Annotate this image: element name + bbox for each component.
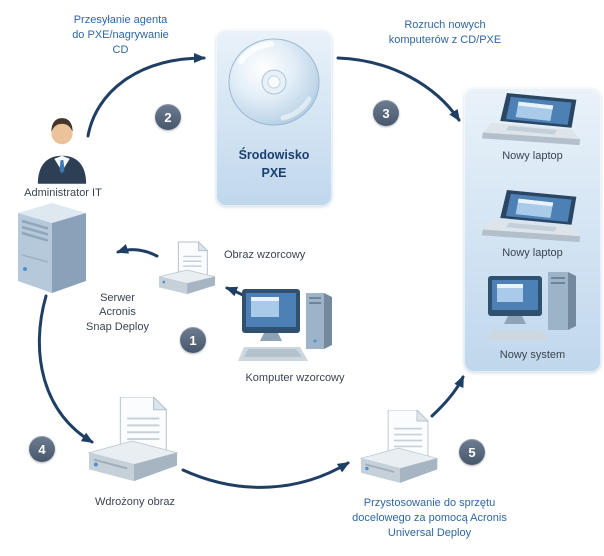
caption-step-2: Przesyłanie agenta do PXE/nagrywanie CD <box>72 14 169 56</box>
arrow-deployed-to-universal <box>181 461 350 489</box>
administrator-icon <box>37 118 87 184</box>
step-badge-1: 1 <box>180 327 206 353</box>
new-system-icon <box>486 272 576 340</box>
new-laptop-1-icon <box>481 93 581 146</box>
deployed-image-icon <box>88 397 179 482</box>
master-image-icon <box>158 241 216 295</box>
step-badge-3: 3 <box>373 100 399 126</box>
deployed-image-label: Wdrożony obraz <box>94 496 176 508</box>
administrator-label: Administrator IT <box>24 187 102 199</box>
step-badge-4: 4 <box>29 436 55 462</box>
new-system-label: Nowy system <box>499 349 566 361</box>
new-laptop-2-icon <box>481 190 581 243</box>
new-laptop-1-label: Nowy laptop <box>502 150 563 162</box>
server-label: Serwer Acronis Snap Deploy <box>86 292 149 333</box>
caption-step-5: Przystosowanie do sprzętu docelowego za … <box>352 497 507 539</box>
universal-deploy-icon <box>359 410 439 483</box>
pxe-environment-label: Środowisko PXE <box>238 148 310 181</box>
master-computer-icon <box>238 289 332 361</box>
arrow-image-to-server <box>116 244 159 258</box>
step-badge-5: 5 <box>459 439 485 465</box>
step-badge-2: 2 <box>155 104 181 130</box>
arrow-admin-to-pxe <box>86 53 206 138</box>
server-icon <box>18 203 86 293</box>
caption-step-3: Rozruch nowych komputerów z CD/PXE <box>388 19 502 46</box>
cd-disc-icon <box>228 38 320 126</box>
master-computer-label: Komputer wzorcowy <box>245 372 345 384</box>
master-image-label: Obraz wzorcowy <box>224 249 306 261</box>
new-laptop-2-label: Nowy laptop <box>502 247 563 259</box>
